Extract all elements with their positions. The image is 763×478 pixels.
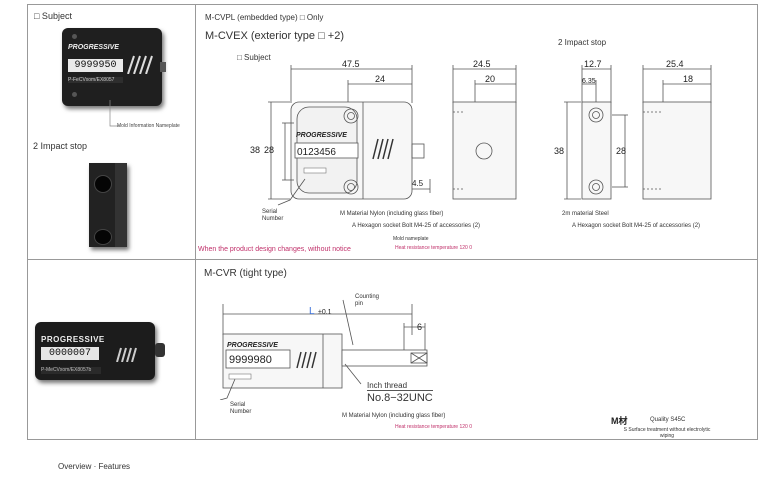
serial-number-label-tight: Serial Number	[230, 402, 252, 415]
impact-stop-photo	[89, 163, 127, 247]
pin-icon	[160, 62, 166, 72]
spec-table	[27, 4, 758, 440]
logo-stripes-icon	[126, 54, 154, 75]
dim-28-b: 28	[616, 146, 626, 156]
tight-drawing-brand: PROGRESSIVE	[227, 342, 278, 349]
tight-heat-resistance-label: Heat resistance temperature 120 0	[395, 424, 472, 430]
thread-spec: No.8−32UNC	[367, 390, 433, 404]
mold-nameplate-label: Mold nameplate	[393, 236, 429, 242]
nameplate-leader	[109, 100, 120, 127]
tight-photo-brand: PROGRESSIVE	[41, 335, 105, 344]
nameplate-label: Mold Information Nameplate	[117, 123, 180, 129]
logo-stripes-icon	[115, 346, 137, 363]
impact-stop-side-drawing: 25.4 18	[642, 59, 712, 200]
photo-plate: P-FeCVxom/EX8057	[68, 77, 123, 83]
heat-resistance-label: Heat resistance temperature 120 0	[395, 245, 472, 251]
impact-stop-front-drawing: 12.7 6.35 38 28	[554, 59, 628, 200]
tight-material-nylon-label: M Material Nylon (including glass fiber)	[342, 413, 446, 419]
dim-18: 18	[683, 74, 693, 84]
dim-12-7: 12.7	[584, 59, 602, 69]
hex-socket-label-1: A Hexagon socket Bolt M4-25 of accessori…	[352, 223, 481, 229]
tight-drawing-counter: 9999980	[229, 354, 272, 366]
quality-mark: M材	[611, 416, 628, 426]
column-divider	[195, 4, 196, 440]
counter-drawing: PROGRESSIVE 0123456 47.5 24 38 28 4.5	[250, 59, 431, 206]
counting-pin-label: Counting pin	[355, 294, 380, 307]
material-steel-label: 2m material Steel	[562, 211, 609, 217]
subject-label: □ Subject	[34, 11, 72, 21]
material-nylon-label: M Material Nylon (including glass fiber)	[340, 211, 444, 217]
hex-socket-label-2: A Hexagon socket Bolt M4-25 of accessori…	[572, 223, 701, 229]
dim-20: 20	[485, 74, 495, 84]
hole-icon	[94, 175, 112, 193]
drawing-brand: PROGRESSIVE	[296, 132, 347, 139]
dim-6: 6	[417, 322, 422, 332]
tight-counter-drawing: PROGRESSIVE 9999980 L ±0.1 6	[219, 299, 428, 400]
overview-features: Overview · Features	[58, 462, 131, 471]
length-tolerance: ±0.1	[318, 309, 332, 316]
length-label: L	[309, 306, 315, 317]
inch-thread-label: Inch thread	[367, 381, 408, 390]
side-view-drawing: 24.5 20	[452, 59, 517, 200]
dim-28: 28	[264, 145, 274, 155]
counter-photo-tight: PROGRESSIVE 0000007 P-MeCVxom/EX8057b	[35, 322, 165, 380]
dim-24: 24	[375, 74, 385, 84]
row-divider	[27, 259, 758, 260]
serial-number-label: Serial Number	[262, 209, 284, 222]
counter-photo-exterior: PROGRESSIVE 9999950 P-FeCVxom/EX8057	[62, 28, 166, 106]
dim-38: 38	[250, 145, 260, 155]
dim-38-b: 38	[554, 146, 564, 156]
hole-icon	[94, 229, 112, 245]
dim-47-5: 47.5	[342, 59, 360, 69]
screw-icon	[72, 92, 77, 97]
dim-4-5: 4.5	[412, 179, 424, 188]
drawing-counter: 0123456	[297, 147, 336, 158]
dim-25-4: 25.4	[666, 59, 684, 69]
photo-counter-display: 9999950	[68, 59, 123, 72]
tight-photo-counter: 0000007	[41, 347, 99, 360]
dim-24-5: 24.5	[473, 59, 491, 69]
quality-label: Quality S45C	[650, 417, 686, 423]
surface-treatment-label: S Surface treatment without electrolytic…	[623, 427, 711, 439]
pin-icon	[155, 343, 165, 357]
tight-photo-plate: P-MeCVxom/EX8057b	[41, 367, 101, 374]
impact-stop-label-b: 2 Impact stop	[558, 38, 607, 47]
screw-icon	[72, 34, 77, 39]
title-tight: M-CVR (tight type)	[204, 268, 287, 279]
photo-brand: PROGRESSIVE	[68, 44, 119, 51]
dim-6-35: 6.35	[582, 78, 596, 85]
design-change-notice: When the product design changes, without…	[198, 246, 351, 253]
title-exterior: M-CVEX (exterior type □ +2)	[205, 30, 344, 42]
subject-label-b: □ Subject	[237, 53, 271, 62]
title-embedded: M-CVPL (embedded type) □ Only	[205, 13, 324, 22]
impact-stop-label: 2 Impact stop	[33, 141, 88, 151]
